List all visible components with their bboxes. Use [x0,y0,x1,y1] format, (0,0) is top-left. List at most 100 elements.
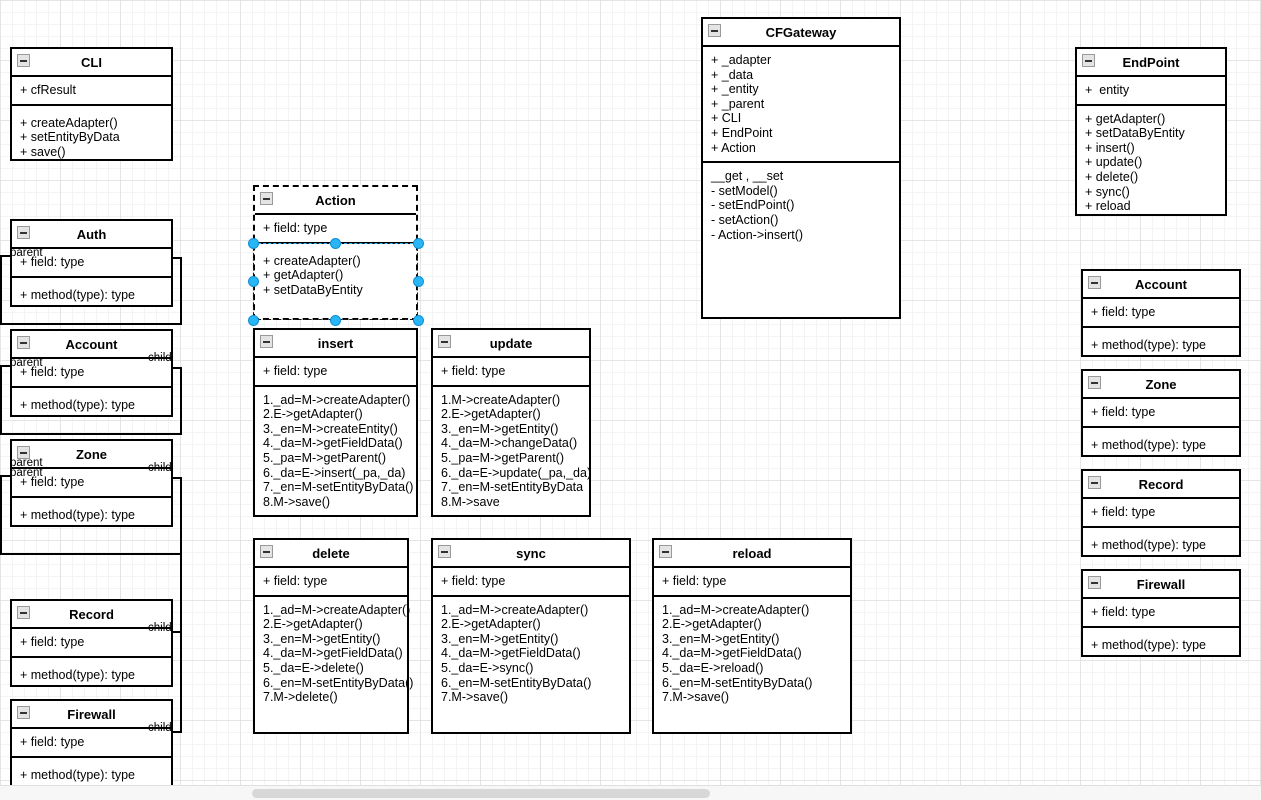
uml-class-cfgateway[interactable]: CFGateway+ _adapter+ _data+ _entity+ _pa… [701,17,901,319]
horizontal-scrollbar-track[interactable] [0,785,1261,800]
methods-compartment[interactable]: __get , __set- setModel()- setEndPoint()… [703,161,899,248]
collapse-minus-icon[interactable] [17,336,30,349]
methods-compartment[interactable]: 1.M->createAdapter()2.E->getAdapter()3._… [433,384,591,516]
attributes-compartment[interactable]: + field: type [654,568,850,595]
attributes-compartment[interactable]: + cfResult [12,77,171,104]
association-line[interactable] [173,367,182,369]
collapse-minus-icon[interactable] [659,545,672,558]
attributes-compartment[interactable]: + field: type [12,629,171,656]
methods-compartment[interactable]: + method(type): type [12,495,171,529]
association-line[interactable] [180,477,182,555]
methods-compartment[interactable]: + createAdapter()+ setEntityByData+ save… [12,103,171,166]
association-line[interactable] [173,257,182,259]
collapse-minus-icon[interactable] [438,335,451,348]
association-line[interactable] [180,257,182,325]
uml-class-firewall-left[interactable]: Firewall+ field: type+ method(type): typ… [10,699,173,787]
resize-handle-nw[interactable] [247,237,259,249]
uml-class-account-left[interactable]: Account+ field: type+ method(type): type [10,329,173,417]
methods-compartment[interactable]: + getAdapter()+ setDataByEntity+ insert(… [1077,103,1225,220]
collapse-minus-icon[interactable] [260,192,273,205]
resize-handle-sw[interactable] [247,314,259,326]
collapse-minus-icon[interactable] [17,706,30,719]
association-line[interactable] [0,553,182,555]
attributes-compartment[interactable]: + field: type [1083,599,1239,626]
collapse-minus-icon[interactable] [708,24,721,37]
association-line[interactable] [173,631,182,633]
methods-compartment[interactable]: + method(type): type [12,385,171,419]
collapse-minus-icon[interactable] [17,226,30,239]
attributes-compartment[interactable]: + field: type [255,215,416,242]
uml-class-firewall-right[interactable]: Firewall+ field: type+ method(type): typ… [1081,569,1241,657]
collapse-minus-icon[interactable] [17,54,30,67]
collapse-minus-icon[interactable] [1088,276,1101,289]
uml-class-account-right[interactable]: Account+ field: type+ method(type): type [1081,269,1241,357]
methods-compartment[interactable]: + method(type): type [1083,425,1239,459]
collapse-minus-icon[interactable] [1088,376,1101,389]
attributes-compartment[interactable]: + field: type [12,469,171,496]
uml-class-record-right[interactable]: Record+ field: type+ method(type): type [1081,469,1241,557]
methods-compartment[interactable]: + method(type): type [12,755,171,789]
attributes-compartment[interactable]: + field: type [12,249,171,276]
uml-class-zone-left[interactable]: Zone+ field: type+ method(type): type [10,439,173,527]
attributes-compartment[interactable]: + entity [1077,77,1225,104]
collapse-minus-icon[interactable] [260,545,273,558]
methods-compartment[interactable]: 1._ad=M->createAdapter()2.E->getAdapter(… [433,594,629,711]
methods-compartment[interactable]: + method(type): type [1083,625,1239,659]
association-line[interactable] [0,475,10,477]
attributes-compartment[interactable]: + field: type [12,729,171,756]
attributes-compartment[interactable]: + field: type [433,358,589,385]
methods-compartment[interactable]: 1._ad=M->createAdapter()2.E->getAdapter(… [255,594,413,711]
methods-compartment[interactable]: + method(type): type [12,655,171,689]
association-line[interactable] [0,255,2,323]
resize-handle-n[interactable] [330,237,341,249]
methods-compartment[interactable]: + method(type): type [12,275,171,309]
resize-handle-s[interactable] [330,314,341,326]
collapse-minus-icon[interactable] [260,335,273,348]
collapse-minus-icon[interactable] [1082,54,1095,67]
attributes-compartment[interactable]: + field: type [1083,499,1239,526]
methods-compartment[interactable]: + method(type): type [1083,325,1239,359]
association-line[interactable] [0,323,182,325]
horizontal-scrollbar-thumb[interactable] [252,789,710,798]
attributes-compartment[interactable]: + field: type [1083,299,1239,326]
attributes-compartment[interactable]: + field: type [1083,399,1239,426]
association-line[interactable] [0,475,2,553]
uml-class-record-left[interactable]: Record+ field: type+ method(type): type [10,599,173,687]
methods-compartment[interactable]: + method(type): type [1083,525,1239,559]
association-line[interactable] [0,365,10,367]
association-line[interactable] [180,367,182,435]
collapse-minus-icon[interactable] [17,606,30,619]
resize-handle-e[interactable] [412,276,424,287]
collapse-minus-icon[interactable] [17,446,30,459]
methods-compartment[interactable]: + createAdapter()+ getAdapter()+ setData… [255,241,416,304]
association-line[interactable] [173,731,182,733]
attributes-compartment[interactable]: + field: type [255,358,416,385]
attributes-compartment[interactable]: + field: type [433,568,629,595]
uml-class-cli[interactable]: CLI+ cfResult+ createAdapter()+ setEntit… [10,47,173,161]
association-line[interactable] [180,631,182,731]
collapse-minus-icon[interactable] [438,545,451,558]
association-line[interactable] [0,433,182,435]
association-line[interactable] [0,255,10,257]
collapse-minus-icon[interactable] [1088,476,1101,489]
collapse-minus-icon[interactable] [1088,576,1101,589]
association-line[interactable] [180,553,182,633]
resize-handle-se[interactable] [412,314,424,326]
uml-class-endpoint[interactable]: EndPoint+ entity+ getAdapter()+ setDataB… [1075,47,1227,216]
methods-compartment[interactable]: 1._ad=M->createAdapter()2.E->getAdapter(… [654,594,850,711]
resize-handle-w[interactable] [247,276,259,287]
attributes-compartment[interactable]: + field: type [12,359,171,386]
attributes-compartment[interactable]: + _adapter+ _data+ _entity+ _parent+ CLI… [703,47,899,161]
association-line[interactable] [0,365,2,433]
resize-handle-ne[interactable] [412,237,424,249]
association-line[interactable] [173,477,182,479]
attributes-compartment[interactable]: + field: type [255,568,407,595]
uml-class-action[interactable]: Action+ field: type+ createAdapter()+ ge… [253,185,418,320]
uml-class-zone-right[interactable]: Zone+ field: type+ method(type): type [1081,369,1241,457]
methods-compartment[interactable]: 1._ad=M->createAdapter()2.E->getAdapter(… [255,384,416,516]
